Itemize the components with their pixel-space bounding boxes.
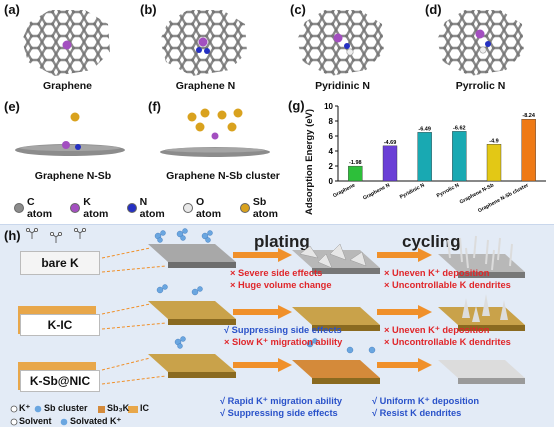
bar bbox=[521, 119, 536, 182]
model-label-b: Graphene N bbox=[175, 80, 236, 92]
atom-legend-label: O atom bbox=[195, 196, 222, 220]
cycling-label: cycling bbox=[402, 232, 461, 251]
process-legend-shapes bbox=[10, 405, 138, 426]
atom-dot-icon bbox=[14, 203, 24, 213]
row2-slabs bbox=[148, 294, 525, 331]
bar-value-label: -1.98 bbox=[349, 160, 362, 166]
x-tick-label: Graphene N bbox=[362, 182, 391, 201]
solvated-k-clusters bbox=[154, 228, 376, 354]
legend-sb-cluster: Sb cluster bbox=[44, 403, 88, 413]
atom-dot-icon bbox=[126, 203, 137, 213]
row-label-bare-k: bare K bbox=[20, 251, 100, 275]
panel-label-f: (f) bbox=[148, 99, 161, 114]
row3-right-note-1: √ Uniform K⁺ deposition bbox=[372, 396, 480, 406]
graphene-sheet-c bbox=[297, 10, 384, 76]
callout-lines bbox=[101, 247, 167, 385]
atom-legend-label: C atom bbox=[26, 196, 53, 220]
row1-slabs bbox=[148, 235, 525, 278]
panel-label-d: (d) bbox=[425, 2, 442, 17]
atom-legend-item: O atom bbox=[182, 196, 232, 220]
model-label-c: Pyridinic N bbox=[315, 80, 370, 92]
bar-value-label: -4.69 bbox=[384, 140, 397, 146]
panel-label-c: (c) bbox=[290, 2, 306, 17]
row1-mid-note-2: × Huge volume change bbox=[230, 280, 332, 290]
adsorption-chart: Adsorption Energy (eV) 0 2 4 6 8 10 -1.98 -4.6… bbox=[304, 102, 546, 215]
atom-dot-icon bbox=[239, 203, 250, 213]
bar-value-label: -6.49 bbox=[418, 126, 431, 132]
graphene-sheet-d bbox=[437, 10, 524, 76]
graphene-sheet-a bbox=[22, 10, 110, 76]
model-label-e: Graphene N-Sb bbox=[34, 170, 112, 182]
row3-mid-note-1: √ Rapid K⁺ migration ability bbox=[220, 396, 343, 406]
legend-solvated-k: Solvated K⁺ bbox=[70, 416, 122, 426]
row2-right-note-2: × Uncontrollable K dendrites bbox=[384, 337, 511, 347]
bar-value-label: -4.9 bbox=[489, 138, 498, 144]
row1-mid-note-1: × Severe side effects bbox=[230, 268, 323, 278]
atom-legend-item: Sb atom bbox=[239, 196, 294, 220]
y-tick-label: 4 bbox=[329, 147, 334, 156]
side-view-f bbox=[160, 108, 270, 157]
panel-label-h: (h) bbox=[4, 228, 21, 243]
row-label-k-sb-nic: K-Sb@NIC bbox=[20, 370, 100, 392]
legend-k-ion: K⁺ bbox=[19, 403, 31, 413]
n-atom bbox=[196, 47, 202, 53]
solvent-molecules bbox=[25, 227, 87, 243]
x-tick-label: Pyrrolic N bbox=[436, 182, 461, 199]
y-tick-label: 10 bbox=[324, 102, 333, 111]
bar bbox=[452, 131, 467, 182]
atom-legend: C atom K atom N atom O atom Sb atom bbox=[14, 196, 294, 220]
atom-legend-label: K atom bbox=[83, 196, 109, 220]
side-view-e bbox=[15, 112, 125, 156]
bar bbox=[348, 165, 363, 182]
bar bbox=[417, 132, 432, 182]
process-illustrations bbox=[10, 227, 525, 426]
row3-slabs bbox=[148, 354, 525, 384]
row2-mid-note-2: × Slow K⁺ migration ability bbox=[224, 337, 343, 347]
atom-dot-icon bbox=[182, 203, 193, 213]
graphene-structures bbox=[22, 10, 524, 76]
row2-right-note-1: × Uneven K⁺ deposition bbox=[384, 325, 490, 335]
atom-legend-item: K atom bbox=[70, 196, 118, 220]
model-label-f: Graphene N-Sb cluster bbox=[166, 170, 280, 182]
graphene-sheet-b bbox=[160, 10, 247, 76]
bar-value-label: -6.62 bbox=[453, 125, 466, 131]
atom-legend-item: C atom bbox=[14, 196, 62, 220]
chart-ylabel: Adsorption Energy (eV) bbox=[304, 109, 315, 215]
x-tick-label: Pyridinic N bbox=[399, 182, 426, 200]
bar-value-label: -8.24 bbox=[522, 113, 535, 119]
k-atom bbox=[62, 40, 72, 50]
row1-right-note-1: × Uneven K⁺ deposition bbox=[384, 268, 490, 278]
legend-sb3k: Sb₃K bbox=[107, 403, 130, 413]
side-view-structures bbox=[15, 108, 270, 157]
panel-label-e: (e) bbox=[4, 99, 20, 114]
y-tick-label: 6 bbox=[329, 132, 334, 141]
atom-dot-icon bbox=[70, 203, 81, 213]
bar bbox=[486, 144, 502, 182]
atom-legend-label: N atom bbox=[139, 196, 165, 220]
atom-legend-item: N atom bbox=[126, 196, 175, 220]
legend-ic: IC bbox=[140, 403, 149, 413]
bar bbox=[382, 145, 398, 182]
y-tick-label: 8 bbox=[329, 117, 334, 126]
plating-label: plating bbox=[254, 232, 310, 251]
model-label-d: Pyrrolic N bbox=[455, 80, 506, 92]
panel-label-a: (a) bbox=[4, 2, 20, 17]
process-arrows bbox=[233, 248, 432, 372]
row1-right-note-2: × Uncontrollable K dendrites bbox=[384, 280, 511, 290]
k-atom bbox=[198, 37, 208, 47]
y-tick-label: 0 bbox=[329, 177, 334, 186]
row2-mid-note-1: √ Suppressing side effects bbox=[224, 325, 342, 335]
row3-right-note-2: √ Resist K dendrites bbox=[372, 408, 462, 418]
panel-label-b: (b) bbox=[140, 2, 157, 17]
row-label-k-ic: K-IC bbox=[20, 314, 100, 336]
atom-legend-label: Sb atom bbox=[252, 196, 278, 220]
panel-label-g: (g) bbox=[288, 98, 305, 113]
model-label-a: Graphene bbox=[42, 80, 92, 92]
y-tick-label: 2 bbox=[329, 162, 334, 171]
x-tick-label: Graphene bbox=[332, 182, 356, 199]
legend-solvent: Solvent bbox=[19, 416, 52, 426]
row3-mid-note-2: √ Suppressing side effects bbox=[220, 408, 338, 418]
